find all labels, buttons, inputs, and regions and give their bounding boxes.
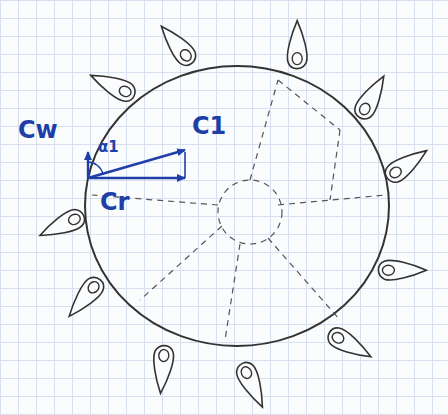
- vector-label: C1: [192, 114, 226, 138]
- blade: [154, 20, 200, 69]
- vector-label: Cr: [100, 190, 129, 214]
- blade: [36, 206, 88, 244]
- blade: [378, 260, 426, 280]
- vector-label: Cw: [18, 118, 58, 142]
- blade: [233, 359, 271, 411]
- blade: [382, 143, 433, 187]
- blade: [351, 71, 392, 122]
- blade: [324, 324, 375, 365]
- blade-ring: [36, 20, 432, 411]
- blade: [287, 21, 307, 69]
- blade: [62, 273, 108, 322]
- partition-lines: [92, 80, 385, 340]
- wheel-rim: [85, 66, 389, 346]
- blade: [87, 66, 139, 104]
- blade: [151, 345, 175, 395]
- vector-label: α1: [98, 140, 119, 155]
